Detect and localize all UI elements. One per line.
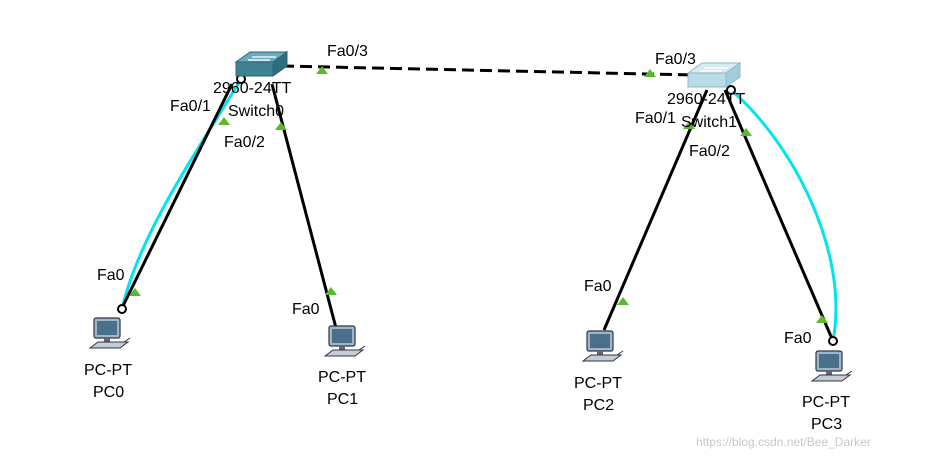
port-indicator-sw0-fa02 — [275, 122, 287, 130]
switch1-icon[interactable] — [686, 62, 742, 88]
port-indicator-sw0-fa01 — [218, 117, 230, 125]
port-indicator-pc3 — [816, 315, 828, 323]
port-label-sw1-fa02: Fa0/2 — [689, 143, 730, 160]
port-indicator-pc0 — [129, 288, 141, 296]
port-label-sw0-fa01: Fa0/1 — [170, 98, 211, 115]
pc0-model-label: PC-PT — [84, 362, 132, 379]
port-label-sw1-fa03: Fa0/3 — [655, 51, 696, 68]
console-connector-pc0 — [117, 304, 127, 314]
port-indicator-sw1-fa02 — [740, 128, 752, 136]
pc3-model-label: PC-PT — [802, 394, 850, 411]
port-label-pc3: Fa0 — [784, 330, 812, 347]
pc0-name-label: PC0 — [93, 384, 124, 401]
port-indicator-sw1-fa03 — [644, 69, 656, 77]
port-indicator-pc2 — [617, 297, 629, 305]
pc2-model-label: PC-PT — [574, 375, 622, 392]
switch1-model-label: 2960-24TT — [667, 91, 745, 108]
port-indicators — [129, 66, 828, 323]
link-switch0-pc0[interactable] — [119, 83, 234, 311]
pc1-model-label: PC-PT — [318, 369, 366, 386]
port-label-sw0-fa02: Fa0/2 — [224, 134, 265, 151]
port-indicator-sw1-fa01 — [683, 121, 695, 129]
link-switch0-pc1[interactable] — [270, 83, 338, 329]
console-cable-switch0-pc0[interactable] — [120, 78, 243, 310]
link-switch0-switch1[interactable] — [281, 64, 695, 77]
switch0-model-label: 2960-24TT — [213, 80, 291, 97]
port-label-pc1: Fa0 — [292, 301, 320, 318]
port-indicator-sw0-fa03 — [316, 66, 328, 74]
pc2-icon[interactable] — [581, 330, 624, 362]
port-indicator-pc1 — [325, 287, 337, 295]
pc1-icon[interactable] — [323, 325, 366, 357]
port-label-pc2: Fa0 — [584, 278, 612, 295]
port-label-pc0: Fa0 — [97, 267, 125, 284]
pc2-name-label: PC2 — [583, 397, 614, 414]
console-cable-switch1-pc3[interactable] — [730, 88, 838, 342]
pc3-name-label: PC3 — [811, 416, 842, 433]
console-connector-pc3 — [828, 336, 838, 346]
switch0-name-label: Switch0 — [228, 103, 284, 120]
link-switch1-pc2[interactable] — [602, 89, 709, 331]
port-label-sw0-fa03: Fa0/3 — [327, 43, 368, 60]
switch0-icon[interactable] — [234, 51, 289, 77]
port-label-sw1-fa01: Fa0/1 — [635, 110, 676, 127]
pc0-icon[interactable] — [88, 317, 131, 349]
pc3-icon[interactable] — [810, 350, 853, 382]
switch1-name-label: Switch1 — [681, 114, 737, 131]
console-connector-switch1 — [726, 85, 736, 95]
link-switch1-pc3[interactable] — [723, 89, 835, 342]
pc1-name-label: PC1 — [327, 391, 358, 408]
watermark: https://blog.csdn.net/Bee_Darker — [696, 435, 871, 449]
